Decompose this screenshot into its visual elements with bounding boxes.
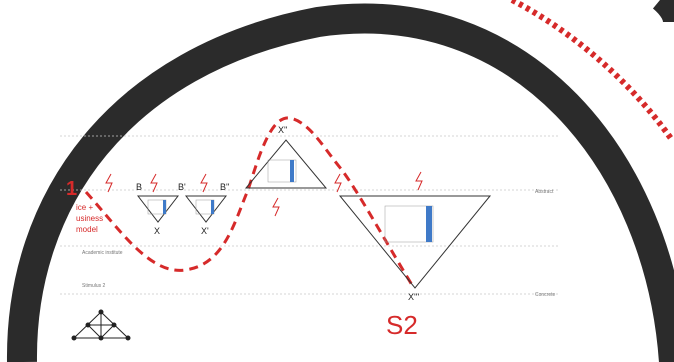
red-dashed-wave <box>84 116 414 286</box>
label-academic: Academic institute <box>82 250 123 256</box>
label-abstract: Abstract <box>535 189 554 195</box>
left-text-2: usiness <box>76 214 103 223</box>
left-text-1: ice + <box>76 203 93 212</box>
label-concrete: Concrete <box>535 292 556 298</box>
triangle-x2 <box>244 139 328 189</box>
triangle-b-x <box>136 195 180 223</box>
node-b1: B' <box>178 182 186 192</box>
node-x2: X'' <box>278 125 288 135</box>
node-x: X <box>154 226 160 236</box>
guide-lines <box>60 135 560 295</box>
node-b: B <box>136 182 142 192</box>
lightning-icon <box>105 171 423 217</box>
s2-label: S2 <box>386 310 418 340</box>
label-stimulus: Stimulus 2 <box>82 283 106 289</box>
node-b2: B'' <box>220 182 230 192</box>
left-number: 1 <box>66 178 77 200</box>
red-dotted-arc <box>510 0 674 142</box>
node-x3: X''' <box>408 292 419 302</box>
network-diagram-icon <box>71 309 131 341</box>
triangle-x3 <box>338 195 492 289</box>
node-x1: X' <box>201 226 209 236</box>
left-text-3: model <box>76 225 98 234</box>
triangle-b1-x1 <box>184 195 228 223</box>
second-ring-arc <box>652 0 674 23</box>
main-ring <box>6 3 674 362</box>
